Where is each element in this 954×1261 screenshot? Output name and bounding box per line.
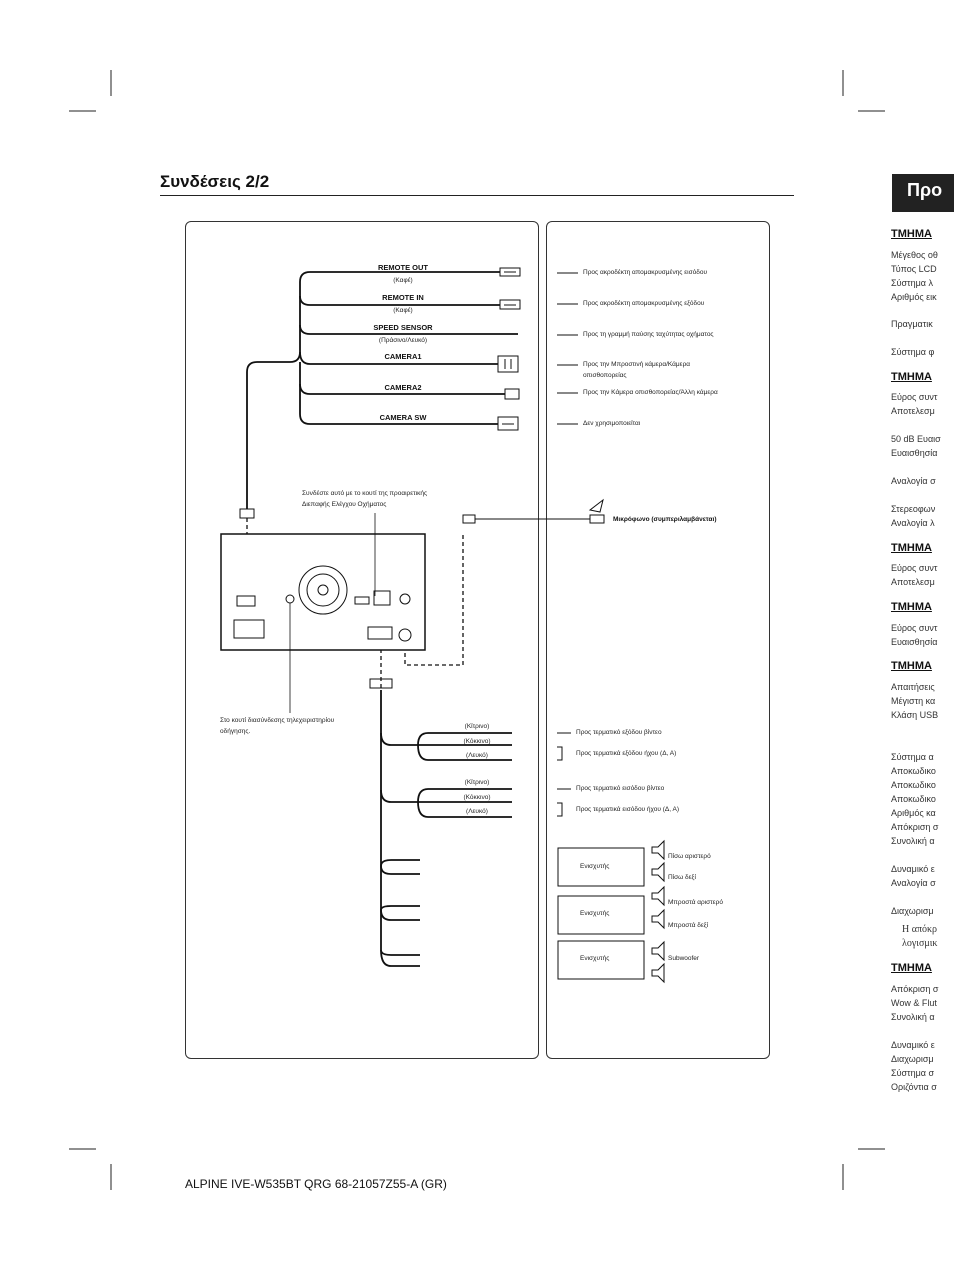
spec-line: Εύρος συντ — [891, 392, 938, 402]
steering-note: Στο κουτί διασύνδεσης τηλεχειριστηρίου — [220, 717, 335, 724]
spec-line: λογισμικ — [902, 938, 938, 949]
spec-line: Δυναμικό ε — [891, 864, 935, 874]
spec-line: Τύπος LCD — [891, 264, 937, 274]
speaker-label: Μπροστά δεξί — [668, 922, 709, 929]
page-footer: ALPINE IVE-W535BT QRG 68-21057Z55-A (GR) — [185, 1177, 447, 1191]
spec-line: Μέγιστη κα — [891, 696, 936, 706]
spec-line: Εύρος συντ — [891, 623, 938, 633]
spec-line: Αναλογία σ — [891, 476, 936, 486]
spec-line: Αποτελεσμ — [891, 577, 935, 587]
spec-line: Αναλογία σ — [891, 878, 936, 888]
spec-line: Διαχωρισμ — [891, 1054, 934, 1064]
wiring-panel — [185, 221, 539, 1059]
spec-line: Δυναμικό ε — [891, 1040, 935, 1050]
spec-line: Οριζόντια σ — [891, 1082, 937, 1092]
connector-color: (Πράσινο/Λευκό) — [378, 337, 428, 344]
spec-line: Μέγεθος οθ — [891, 250, 938, 260]
page-title: Συνδέσεις 2/2 — [160, 172, 270, 191]
speaker-label: Μπροστά αριστερό — [668, 899, 723, 906]
spec-line: Στερεοφων — [891, 504, 936, 514]
spec-section-heading: ΤΜΗΜΑ — [891, 228, 932, 240]
rca-color: (Κίτρινο) — [464, 723, 490, 730]
spec-line: Σύστημα λ — [891, 278, 933, 288]
spec-line: Απαιτήσεις — [891, 682, 935, 692]
spec-line: Πραγματικ — [891, 319, 933, 329]
target-label: Προς ακροδέκτη απομακρυσμένης εισόδου — [583, 269, 708, 276]
spec-line: 50 dB Ευαισ — [891, 434, 941, 444]
audio-out-label: Προς τερματικά εξόδου ήχου (Δ, Α) — [576, 750, 677, 757]
connector-name: CAMERA2 — [384, 383, 422, 392]
audio-in-label: Προς τερματικά εισόδου ήχου (Δ, Α) — [576, 806, 680, 813]
spec-line: Wow & Flut — [891, 998, 937, 1008]
target-label-cont: οπισθοπορείας — [583, 372, 627, 379]
target-label: Προς ακροδέκτη απομακρυσμένης εξόδου — [583, 300, 705, 307]
spec-line: Συνολική α — [891, 1012, 935, 1022]
spec-line: Αποκωδικο — [891, 780, 936, 790]
speaker-label: Πίσω δεξί — [668, 874, 696, 881]
spec-line: Διαχωρισμ — [891, 906, 934, 916]
rca-color: (Λευκό) — [466, 808, 488, 815]
spec-line: Σύστημα α — [891, 752, 934, 762]
spec-line: Σύστημα φ — [891, 347, 935, 357]
connector-name: REMOTE IN — [382, 293, 424, 302]
spec-line: Ευαισθησία — [891, 448, 938, 458]
spec-line: Αριθμός εικ — [891, 292, 937, 302]
speaker-label: Πίσω αριστερό — [668, 853, 711, 860]
target-label: Προς την Κάμερα οπισθοπορείας/Άλλη κάμερ… — [583, 389, 718, 396]
connector-name: SPEED SENSOR — [373, 323, 433, 332]
targets-panel — [546, 221, 770, 1059]
connector-color: (Καφέ) — [393, 277, 413, 284]
spec-line: Αποκωδικο — [891, 766, 936, 776]
rca-color: (Κίτρινο) — [464, 779, 490, 786]
spec-section-heading: ΤΜΗΜΑ — [891, 660, 932, 672]
spec-line: Ευαισθησία — [891, 637, 938, 647]
connector-color: (Καφέ) — [393, 307, 413, 314]
spec-line: Κλάση USB — [891, 710, 939, 720]
spec-line: Αποτελεσμ — [891, 406, 935, 416]
speaker-label: Subwoofer — [668, 955, 700, 962]
spec-line: Συνολική α — [891, 836, 935, 846]
amplifier-label: Ενισχυτής — [580, 863, 610, 870]
video-in-label: Προς τερματικό εισόδου βίντεο — [576, 785, 665, 792]
vehicle-interface-note: Συνδέστε αυτό με το κουτί της προαιρετικ… — [302, 490, 428, 497]
amplifier-label: Ενισχυτής — [580, 955, 610, 962]
amplifier-label: Ενισχυτής — [580, 910, 610, 917]
spec-section-heading: ΤΜΗΜΑ — [891, 962, 932, 974]
video-out-label: Προς τερματικό εξόδου βίντεο — [576, 729, 662, 736]
spec-line: Απόκριση σ — [891, 822, 939, 832]
spec-line: Η απόκρ — [902, 924, 938, 935]
target-label: Προς τη γραμμή παύσης ταχύτητας οχήματος — [583, 331, 714, 338]
target-label: Δεν χρησιμοποιείται — [583, 420, 641, 427]
side-tab: Προ — [892, 174, 954, 212]
vehicle-interface-note-cont: Διεπαφής Ελέγχου Οχήματος — [302, 501, 387, 508]
microphone-label: Μικρόφωνο (συμπεριλαμβάνεται) — [613, 516, 717, 523]
spec-line: Αριθμός κα — [891, 808, 936, 818]
spec-line: Εύρος συντ — [891, 563, 938, 573]
title-rule — [160, 195, 794, 196]
rca-color: (Κόκκινο) — [463, 794, 491, 801]
rca-color: (Λευκό) — [466, 752, 488, 759]
steering-note-cont: οδήγησης. — [220, 728, 251, 735]
spec-section-heading: ΤΜΗΜΑ — [891, 542, 932, 554]
spec-section-heading: ΤΜΗΜΑ — [891, 371, 932, 383]
spec-line: Σύστημα σ — [891, 1068, 935, 1078]
connector-name: CAMERA SW — [379, 413, 427, 422]
target-label: Προς την Μπροστινή κάμερα/Κάμερα — [583, 361, 691, 368]
connector-name: CAMERA1 — [384, 352, 422, 361]
connector-name: REMOTE OUT — [378, 263, 428, 272]
spec-section-heading: ΤΜΗΜΑ — [891, 601, 932, 613]
spec-line: Αποκωδικο — [891, 794, 936, 804]
spec-line: Απόκριση σ — [891, 984, 939, 994]
spec-line: Αναλογία λ — [891, 518, 935, 528]
rca-color: (Κόκκινο) — [463, 738, 491, 745]
